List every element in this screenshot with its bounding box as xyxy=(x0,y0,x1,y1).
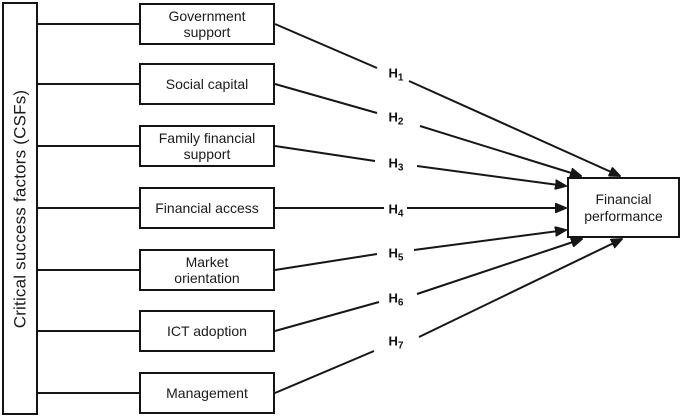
factor-label: Financial access xyxy=(155,199,259,216)
hypothesis-label-h3: H3 xyxy=(385,155,407,173)
factor-box-ict-adoption: ICT adoption xyxy=(139,310,275,352)
factor-label: Social capital xyxy=(165,75,249,92)
arrow-h1-to-financial-performance xyxy=(408,80,620,176)
h4-base: H xyxy=(388,201,398,217)
h1-subscript: 1 xyxy=(397,72,404,84)
h5-base: H xyxy=(388,245,398,261)
line-management-to-h7 xyxy=(274,350,375,394)
h4-subscript: 4 xyxy=(397,208,404,220)
factor-box-management: Management xyxy=(139,372,275,414)
line-government-support-to-h1 xyxy=(274,23,378,69)
h3-subscript: 3 xyxy=(397,162,404,174)
hypothesis-label-h7: H7 xyxy=(385,333,407,351)
csf-bar: Critical success factors (CSFs) xyxy=(2,2,38,415)
h7-subscript: 7 xyxy=(397,340,404,352)
line-market-orientation-to-h5 xyxy=(274,253,378,271)
hypothesis-label-h4: H4 xyxy=(385,201,407,219)
arrow-h2-to-financial-performance xyxy=(419,125,581,176)
factor-box-financial-access: Financial access xyxy=(139,187,275,229)
factor-label: Family financial support xyxy=(158,129,256,162)
h6-subscript: 6 xyxy=(397,297,404,309)
h7-base: H xyxy=(388,333,398,349)
line-ict-adoption-to-h6 xyxy=(274,301,380,332)
factor-label: Management xyxy=(166,384,248,401)
arrow-h3-to-financial-performance xyxy=(416,165,566,186)
line-family-financial-to-h3 xyxy=(274,145,376,162)
line-social-capital-to-h2 xyxy=(274,83,378,114)
outcome-box-financial-performance: Financial performance xyxy=(567,177,680,238)
h2-subscript: 2 xyxy=(397,116,404,128)
factor-box-government-support: Government support xyxy=(139,3,275,45)
arrow-h5-to-financial-performance xyxy=(413,230,566,251)
h3-base: H xyxy=(388,155,398,171)
hypothesis-label-h1: H1 xyxy=(385,65,407,83)
factor-box-family-financial-support: Family financial support xyxy=(139,125,275,167)
factor-label: ICT adoption xyxy=(167,322,247,339)
factor-label: Market orientation xyxy=(174,253,240,286)
arrow-h7-to-financial-performance xyxy=(418,239,622,338)
hypothesis-label-h6: H6 xyxy=(385,290,407,308)
h5-subscript: 5 xyxy=(397,252,404,264)
h2-base: H xyxy=(388,109,398,125)
csf-bar-label: Critical success factors (CSFs) xyxy=(10,89,30,328)
outcome-label: Financial performance xyxy=(584,191,663,224)
h6-base: H xyxy=(388,290,398,306)
factor-box-market-orientation: Market orientation xyxy=(139,249,275,291)
hypothesis-label-h2: H2 xyxy=(385,109,407,127)
h1-base: H xyxy=(388,65,398,81)
factor-label: Government support xyxy=(168,7,246,40)
factor-box-social-capital: Social capital xyxy=(139,63,275,105)
arrow-h6-to-financial-performance xyxy=(416,239,582,295)
hypothesis-label-h5: H5 xyxy=(385,245,407,263)
